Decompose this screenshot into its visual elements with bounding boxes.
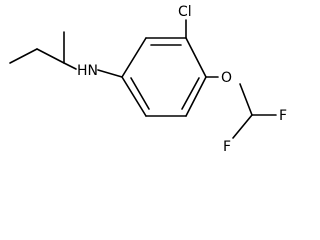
molecule-drawing: HN Cl O F F bbox=[9, 4, 287, 154]
nh-label: HN bbox=[77, 63, 98, 79]
bond-ch-nh bbox=[63, 62, 77, 70]
fluorine-label-bottom: F bbox=[223, 139, 231, 154]
ring-bond-1 bbox=[121, 37, 147, 78]
bond-c-f-bottom bbox=[232, 114, 253, 139]
bond-o-chf2 bbox=[239, 83, 253, 116]
ring-double-bond-2 bbox=[181, 77, 200, 110]
cl-label: Cl bbox=[178, 4, 192, 20]
ring-double-bond-3 bbox=[130, 77, 150, 110]
bond-ethyl-ch3 bbox=[9, 48, 38, 64]
ring-bond-3 bbox=[185, 37, 207, 78]
ring-bond-6 bbox=[121, 76, 147, 117]
bond-nh-ring bbox=[97, 69, 123, 78]
oxygen-label: O bbox=[221, 70, 232, 86]
bond-ethyl-ch2 bbox=[36, 48, 65, 64]
structure-canvas: HN Cl O F F bbox=[9, 4, 287, 154]
fluorine-label-right: F bbox=[279, 108, 287, 124]
ring-bond-4 bbox=[185, 76, 207, 117]
